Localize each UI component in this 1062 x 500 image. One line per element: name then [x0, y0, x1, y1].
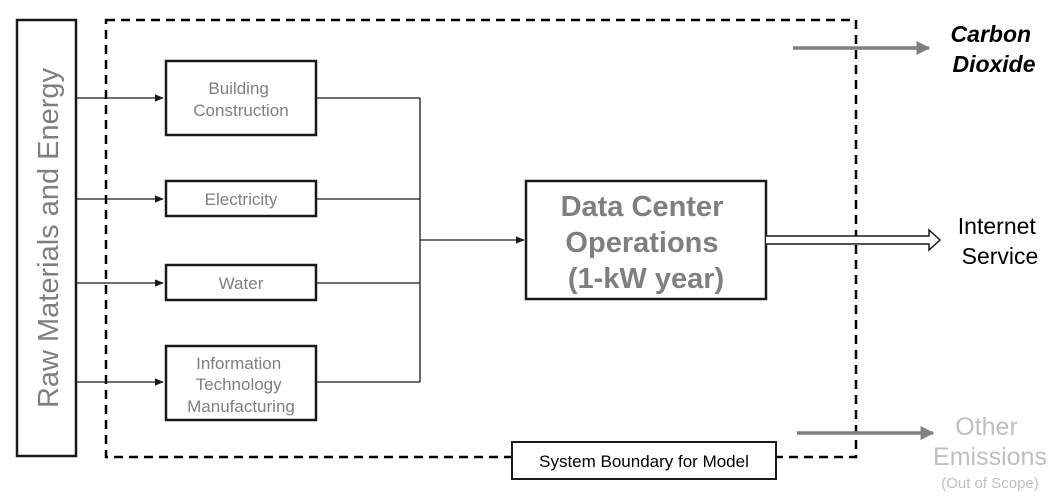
data-center-operations-box: [524, 179, 768, 301]
electricity-box: [164, 179, 318, 218]
raw-materials-label: Raw Materials and Energy: [33, 67, 65, 408]
input-connector: [316, 97, 421, 383]
building-construction-box: [164, 59, 318, 137]
internet-service-arrow: [766, 228, 942, 252]
water-box: [164, 263, 318, 302]
out-of-scope-note: (Out of Scope): [941, 475, 1039, 492]
water-label: Water: [219, 274, 264, 293]
building-construction-label: Building Construction: [193, 79, 288, 120]
internet-service-label: Internet Service: [958, 213, 1042, 269]
electricity-label: Electricity: [205, 190, 278, 209]
raw-materials-box: [15, 18, 78, 458]
it-manufacturing-box: [164, 344, 318, 422]
system-boundary-label: System Boundary for Model: [539, 452, 749, 471]
data-center-operations-label: Data Center Operations (1-kW year): [561, 191, 732, 295]
carbon-dioxide-label: Carbon Dioxide: [951, 21, 1038, 77]
system-boundary-label-box: [511, 441, 777, 480]
other-emissions-label: Other Emissions: [933, 413, 1047, 471]
it-manufacturing-label: Information Technology Manufacturing: [187, 354, 295, 416]
